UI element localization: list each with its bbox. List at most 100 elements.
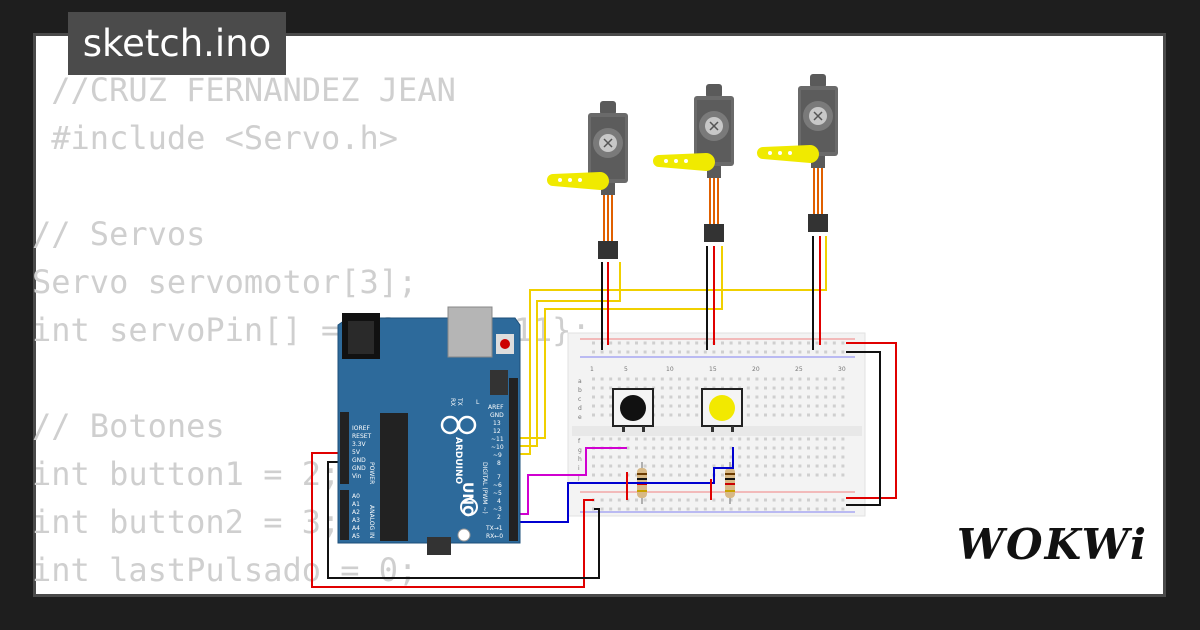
breadboard-hole [832,446,836,450]
breadboard-hole [746,498,750,502]
breadboard-hole [721,437,724,441]
file-tab[interactable]: sketch.ino [68,12,286,75]
breadboard-hole [626,437,630,441]
analog-group-label: ANALOG IN [368,505,375,538]
breadboard-hole [712,437,716,441]
breadboard-hole [729,498,733,502]
code-line: //CRUZ FERNANDEZ JEAN [32,71,456,109]
breadboard-hole [617,507,621,511]
bb-col-num: 25 [795,366,803,373]
breadboard-hole [772,395,776,399]
breadboard-hole [703,341,707,345]
breadboard-hole [695,377,699,381]
breadboard-hole [772,350,776,354]
breadboard-hole [832,377,836,381]
breadboard-hole [764,404,767,408]
breadboard-hole [772,507,776,511]
breadboard-hole [660,498,664,502]
breadboard-hole [746,386,750,390]
bb-col-num: 10 [666,366,674,373]
breadboard-hole [609,386,613,390]
breadboard-hole [815,395,819,399]
breadboard-hole [643,455,647,459]
breadboard-hole [626,341,630,345]
breadboard-hole [635,455,638,459]
breadboard-hole [824,395,828,399]
breadboard-hole [781,386,785,390]
breadboard-hole [746,350,750,354]
breadboard-hole [729,341,733,345]
breadboard-hole [626,377,630,381]
breadboard-hole [643,377,647,381]
breadboard-hole [738,507,742,511]
button-black[interactable] [612,388,654,432]
breadboard-hole [669,377,673,381]
arduino-uno[interactable]: IOREF RESET 3.3V 5V GND GND Vin A0 A1 A2… [337,306,521,555]
breadboard-hole [695,473,699,477]
servo-2 [653,83,735,242]
breadboard-hole [746,377,750,381]
breadboard-hole [807,464,810,468]
breadboard-hole [746,446,750,450]
breadboard-hole [703,455,707,459]
breadboard-hole [652,455,656,459]
breadboard-hole [609,498,613,502]
breadboard-hole [781,473,785,477]
bb-row-letter: g [578,447,582,454]
breadboard-hole [600,377,604,381]
breadboard-hole [712,377,716,381]
breadboard-hole [686,341,690,345]
breadboard-hole [789,377,793,381]
breadboard-hole [772,473,776,477]
breadboard-hole [678,350,681,354]
breadboard-hole [764,413,767,417]
breadboard-hole [652,507,656,511]
breadboard-hole [841,437,845,441]
breadboard-hole [592,455,595,459]
breadboard-hole [686,377,690,381]
breadboard-hole [764,377,767,381]
breadboard-hole [772,437,776,441]
breadboard-hole [686,386,690,390]
breadboard-hole [824,455,828,459]
breadboard-hole [807,377,810,381]
breadboard-hole [721,350,724,354]
breadboard-hole [669,404,673,408]
breadboard-hole [798,507,802,511]
breadboard-hole [635,437,638,441]
breadboard-hole [669,464,673,468]
breadboard-hole [592,507,595,511]
breadboard-hole [635,341,638,345]
breadboard-hole [815,455,819,459]
pin-label: ~10 [491,444,504,451]
breadboard-hole [832,437,836,441]
breadboard-hole [678,341,681,345]
breadboard-hole [789,350,793,354]
breadboard-hole [746,395,750,399]
bb-col-num: 30 [838,366,846,373]
breadboard-hole [746,413,750,417]
breadboard-hole [746,404,750,408]
bb-row-letter: j [577,474,580,481]
breadboard-hole [798,473,802,477]
breadboard-hole [712,350,716,354]
pin-label: TX→1 [485,525,503,532]
breadboard-hole [652,464,656,468]
bb-row-letter: i [578,465,580,472]
breadboard-hole [841,473,845,477]
breadboard-hole [798,377,802,381]
breadboard-hole [832,404,836,408]
breadboard-hole [703,498,707,502]
button-yellow[interactable] [701,388,743,432]
l-label: L [476,399,480,406]
breadboard-hole [609,473,613,477]
breadboard-hole [815,386,819,390]
breadboard-hole [626,507,630,511]
pin-label: 5V [352,449,361,456]
servo-1 [547,100,629,259]
breadboard-hole [695,395,699,399]
pin-label: A3 [352,517,360,524]
breadboard-hole [789,413,793,417]
breadboard-hole [660,464,664,468]
breadboard-hole [807,395,810,399]
